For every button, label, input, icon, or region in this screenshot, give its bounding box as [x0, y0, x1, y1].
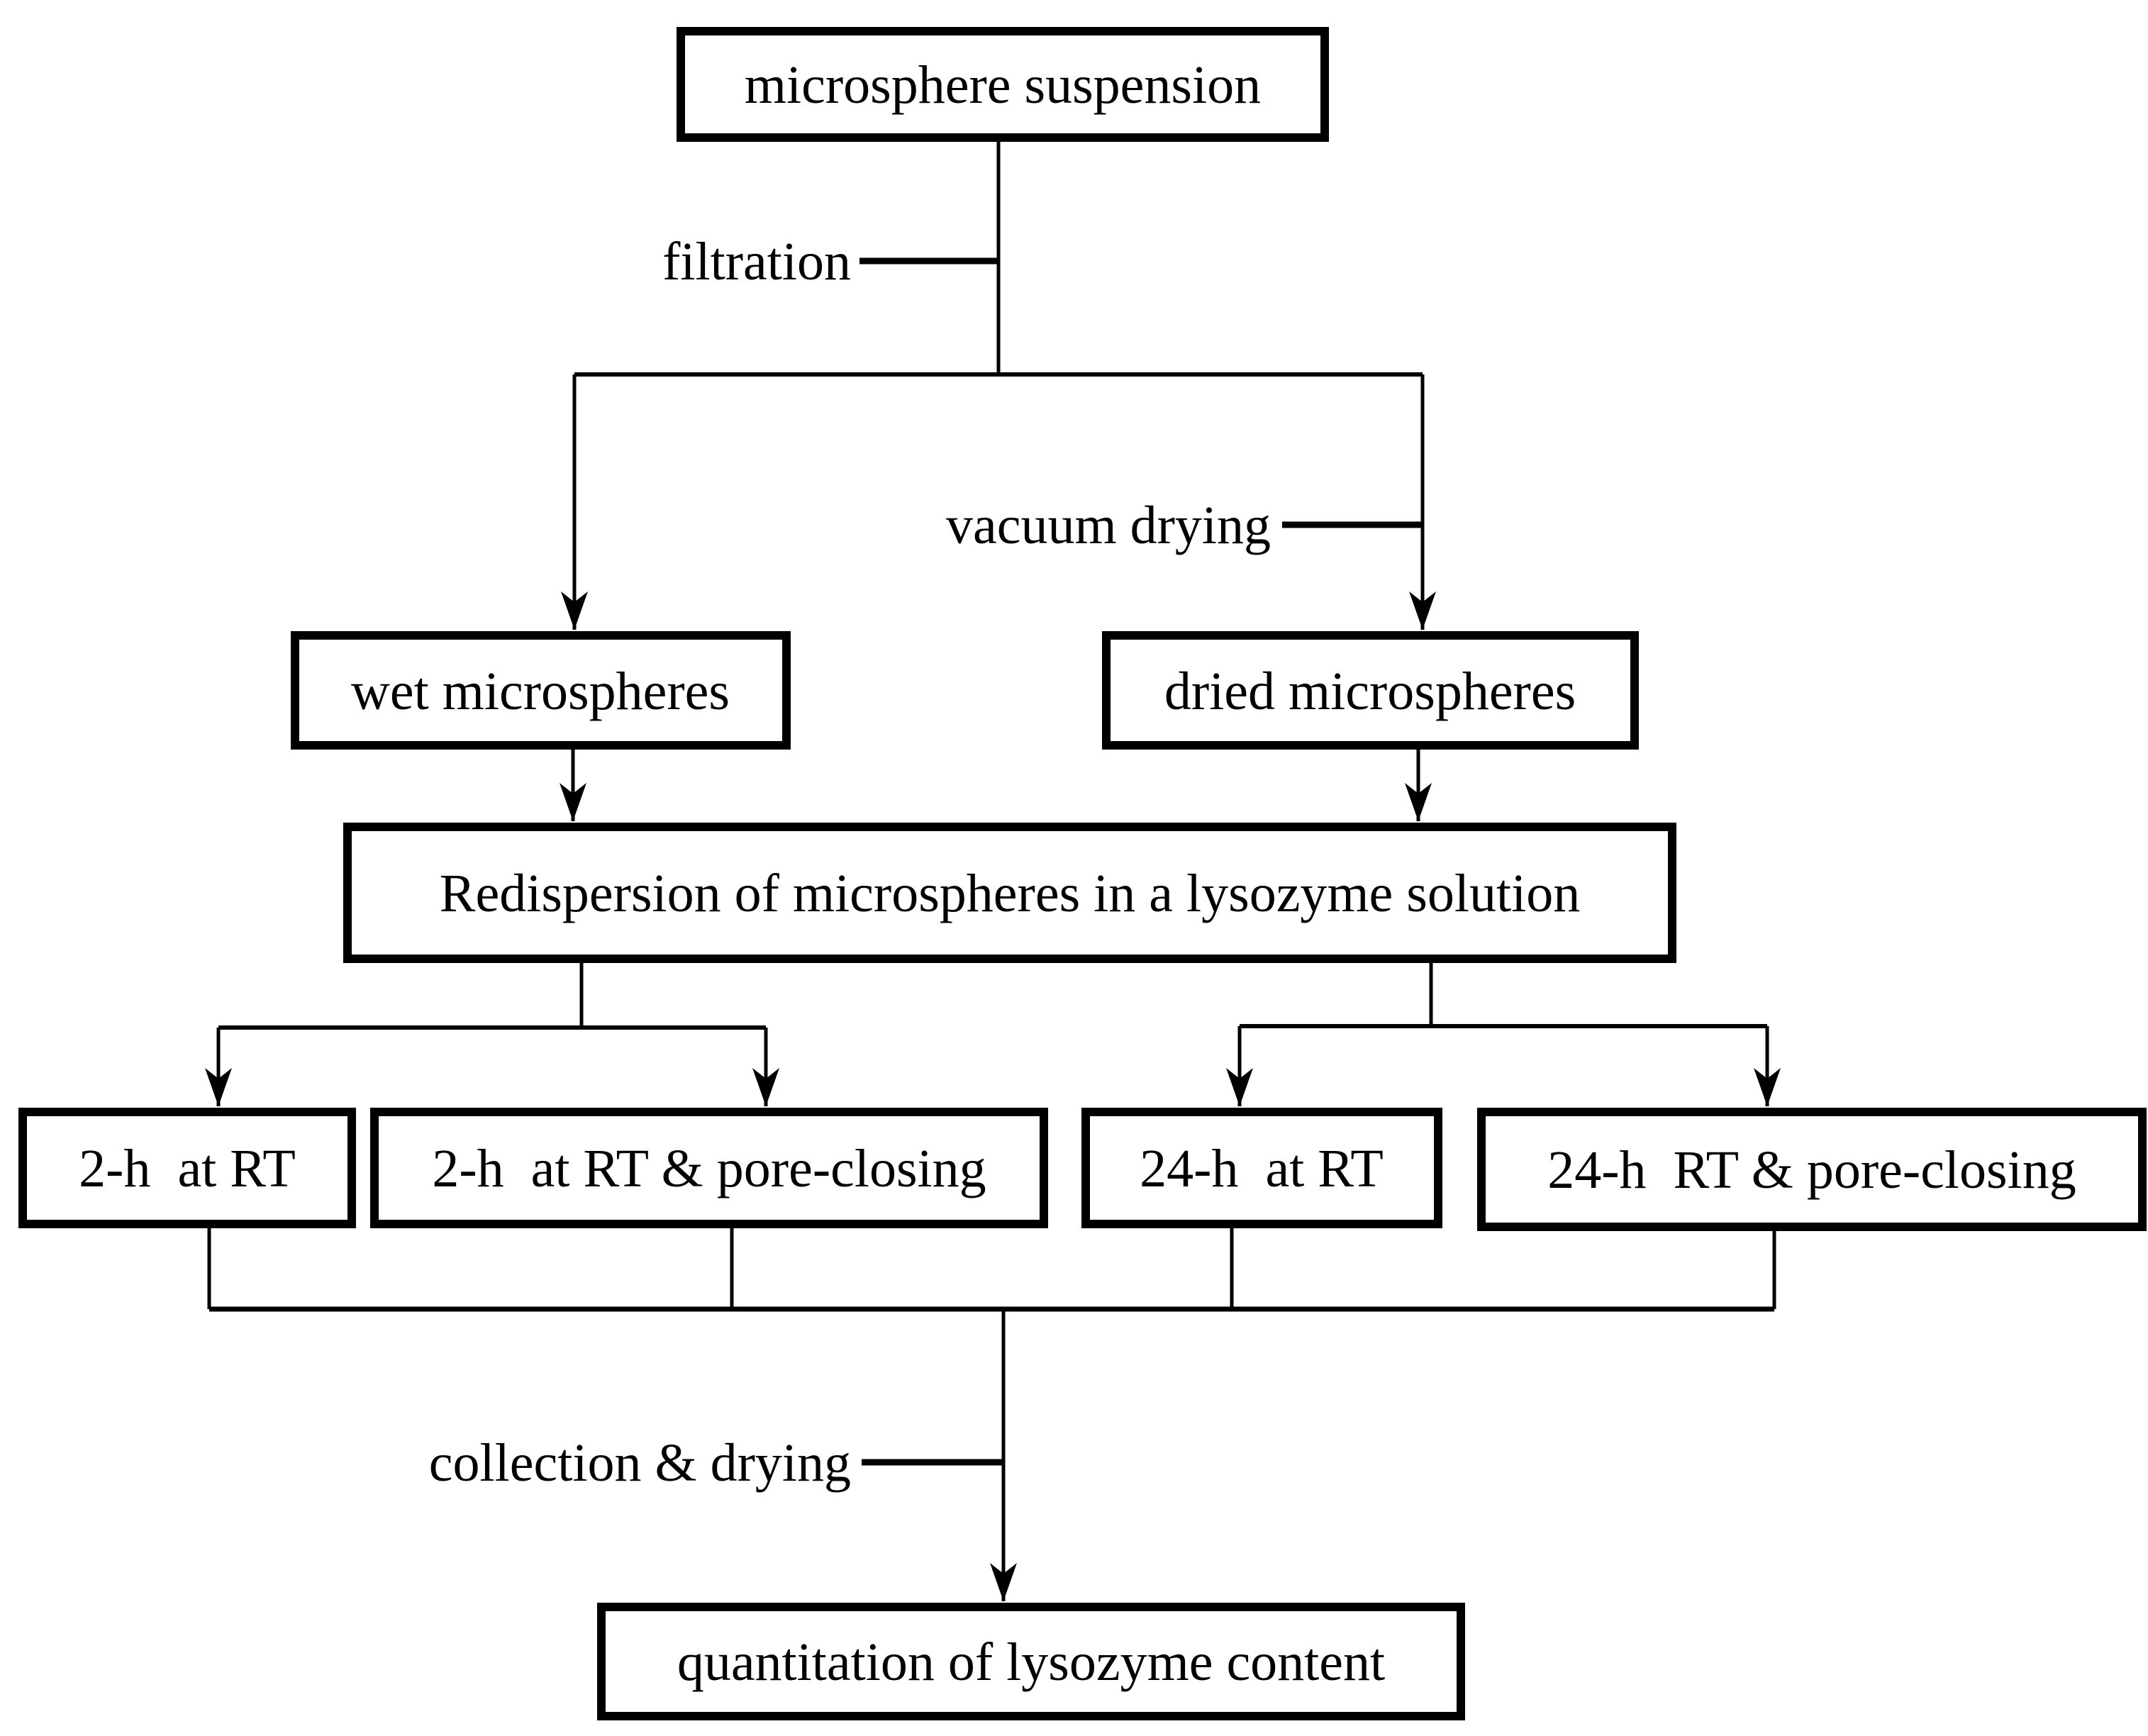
- quantitation-box: [597, 1603, 1465, 1720]
- node-2h-rt: 2-h at RT: [18, 1108, 356, 1228]
- quantitation-label: quantitation of lysozyme content: [677, 1632, 1385, 1692]
- 24h-rt-pore-closing-label: 24-h RT & pore-closing: [1547, 1140, 2076, 1200]
- 2h-rt-box: [18, 1108, 356, 1228]
- connectors: [205, 138, 1781, 1601]
- dried-microspheres-box: [1102, 631, 1639, 750]
- microsphere-suspension-box: [677, 27, 1329, 142]
- redispersion-box: [343, 823, 1676, 963]
- node-2h-rt-pore-closing: 2-h at RT & pore-closing: [370, 1108, 1048, 1228]
- node-dried-microspheres: dried microspheres: [1102, 631, 1639, 750]
- vacuum-drying-label: vacuum drying: [946, 496, 1271, 555]
- 2h-rt-pore-closing-label: 2-h at RT & pore-closing: [432, 1139, 986, 1198]
- 2h-rt-pore-closing-box: [370, 1108, 1048, 1228]
- node-microsphere-suspension: microsphere suspension: [677, 27, 1329, 142]
- node-24h-rt-pore-closing: 24-h RT & pore-closing: [1477, 1108, 2147, 1231]
- node-24h-rt: 24-h at RT: [1081, 1108, 1442, 1228]
- microsphere-suspension-label: microsphere suspension: [745, 55, 1261, 115]
- 24h-rt-label: 24-h at RT: [1140, 1139, 1384, 1198]
- collection-drying-label: collection & drying: [429, 1433, 851, 1493]
- 24h-rt-box: [1081, 1108, 1442, 1228]
- node-wet-microspheres: wet microspheres: [291, 631, 791, 750]
- filtration-label: filtration: [662, 232, 851, 291]
- wet-microspheres-label: wet microspheres: [351, 662, 730, 721]
- dried-microspheres-label: dried microspheres: [1164, 662, 1576, 721]
- redispersion-label: Redispersion of microspheres in a lysozy…: [440, 864, 1580, 923]
- node-redispersion: Redispersion of microspheres in a lysozy…: [343, 823, 1676, 963]
- 24h-rt-pore-closing-box: [1477, 1108, 2147, 1231]
- 2h-rt-label: 2-h at RT: [79, 1139, 296, 1198]
- node-quantitation: quantitation of lysozyme content: [597, 1603, 1465, 1720]
- wet-microspheres-box: [291, 631, 791, 750]
